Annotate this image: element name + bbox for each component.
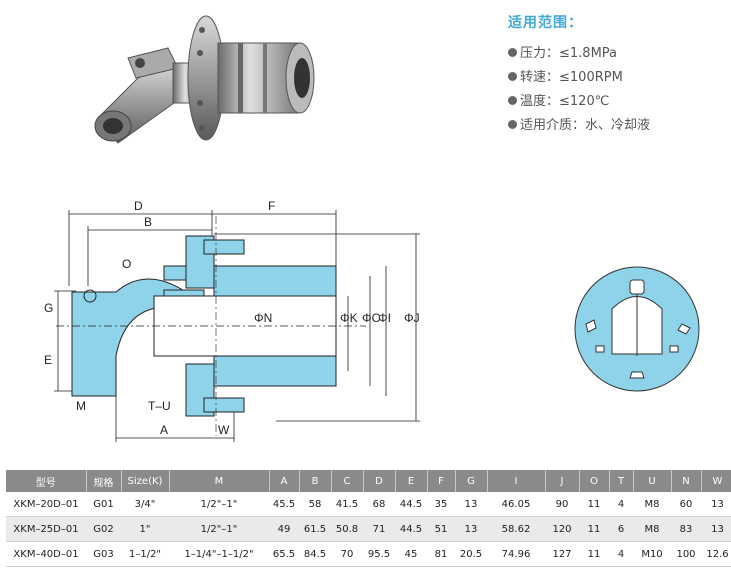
bullet-icon (508, 120, 517, 129)
col-header: M (169, 470, 270, 492)
label-F: F (268, 199, 275, 213)
col-header: 型号 (6, 470, 87, 492)
scope-item-medium: 适用介质：水、冷却液 (508, 114, 723, 138)
application-scope: 适用范围： 压力：≤1.8MPa 转速：≤100RPM 温度：≤120℃ 适用介… (508, 12, 723, 138)
end-view (574, 266, 700, 392)
scope-item-speed: 转速：≤100RPM (508, 66, 723, 90)
col-header: Size(K) (121, 470, 170, 492)
label-TU: T–U (148, 399, 171, 413)
col-header: E (395, 470, 428, 492)
label-O: O (122, 257, 131, 271)
bullet-icon (508, 72, 517, 81)
label-E: E (44, 353, 52, 367)
spec-table: 型号 规格 Size(K) M A B C D E F G I J O T U … (6, 470, 731, 567)
col-header: C (331, 470, 364, 492)
col-header: A (269, 470, 300, 492)
col-header: I (487, 470, 546, 492)
col-header: B (299, 470, 332, 492)
label-B: B (144, 215, 152, 229)
label-D: D (134, 199, 143, 213)
col-header: U (633, 470, 672, 492)
label-J: ΦJ (404, 311, 420, 325)
label-A: A (160, 423, 168, 437)
label-C: ΦC (362, 311, 381, 325)
label-W: W (218, 423, 230, 437)
bullet-icon (508, 96, 517, 105)
col-header: D (363, 470, 396, 492)
col-header: W (701, 470, 731, 492)
label-G: G (44, 301, 53, 315)
label-M: M (76, 399, 86, 413)
col-header: T (609, 470, 634, 492)
col-header: 规格 (86, 470, 122, 492)
section-drawing: D B F O G E M T–U A W ΦN ΦK ΦC ΦI ΦJ (44, 199, 420, 442)
bullet-icon (508, 48, 517, 57)
label-K: ΦK (340, 311, 358, 325)
table-header-row: 型号 规格 Size(K) M A B C D E F G I J O T U … (6, 470, 731, 492)
scope-item-pressure: 压力：≤1.8MPa (508, 42, 723, 66)
scope-title: 适用范围： (508, 15, 583, 31)
label-I: ΦI (378, 311, 391, 325)
col-header: J (545, 470, 580, 492)
product-photo (94, 15, 315, 144)
label-N: ΦN (254, 311, 272, 325)
col-header: F (427, 470, 456, 492)
col-header: O (579, 470, 610, 492)
scope-item-temperature: 温度：≤120℃ (508, 90, 723, 114)
col-header: N (671, 470, 702, 492)
col-header: G (455, 470, 488, 492)
